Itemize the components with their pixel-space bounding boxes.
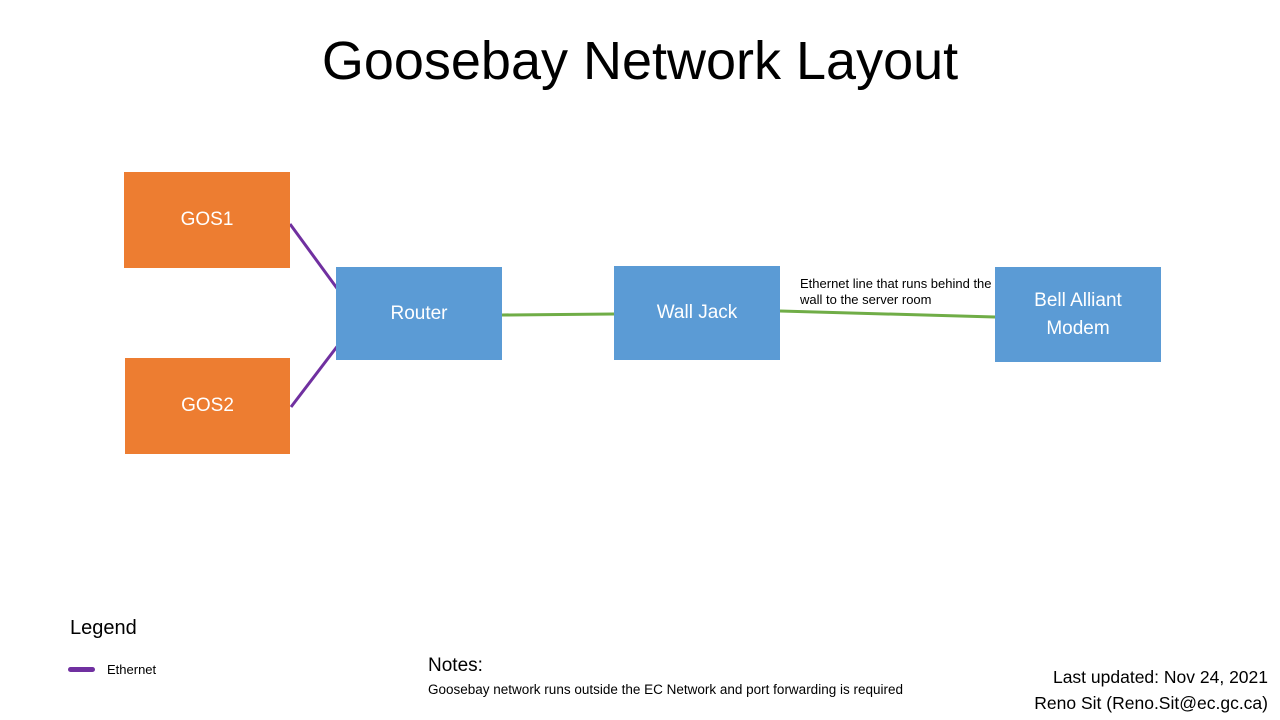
ethernet-line-gos1-router — [288, 223, 341, 292]
legend: Legend Ethernet — [68, 617, 156, 677]
node-gos2: GOS2 — [125, 358, 290, 454]
line-router-walljack — [501, 312, 615, 317]
node-gos1: GOS1 — [124, 172, 290, 268]
node-router: Router — [336, 267, 502, 360]
node-wall-jack-label: Wall Jack — [656, 302, 738, 324]
node-gos1-label: GOS1 — [180, 209, 234, 231]
notes-heading: Notes: — [428, 655, 483, 676]
legend-item-ethernet: Ethernet — [68, 662, 156, 677]
ethernet-swatch-icon — [68, 667, 95, 672]
ethernet-line-gos2-router — [289, 343, 341, 408]
footer: Last updated: Nov 24, 2021 Reno Sit (Ren… — [1034, 664, 1268, 717]
notes: Notes: Goosebay network runs outside the… — [428, 655, 988, 697]
node-wall-jack: Wall Jack — [614, 266, 780, 360]
legend-title: Legend — [70, 617, 137, 639]
ethernet-line-annotation: Ethernet line that runs behind the wall … — [800, 276, 992, 308]
page-title: Goosebay Network Layout — [321, 31, 959, 91]
node-router-label: Router — [390, 302, 448, 324]
node-bell-alliant-modem: Bell Alliant Modem — [995, 267, 1161, 362]
notes-body: Goosebay network runs outside the EC Net… — [428, 682, 903, 697]
node-gos2-label: GOS2 — [181, 395, 234, 417]
legend-item-ethernet-label: Ethernet — [107, 662, 157, 677]
footer-last-updated: Last updated: Nov 24, 2021 — [1052, 667, 1268, 687]
line-walljack-modem — [779, 309, 996, 319]
node-bell-alliant-modem-label: Bell Alliant Modem — [1034, 289, 1122, 339]
footer-contact: Reno Sit (Reno.Sit@ec.gc.ca) — [1034, 693, 1268, 714]
